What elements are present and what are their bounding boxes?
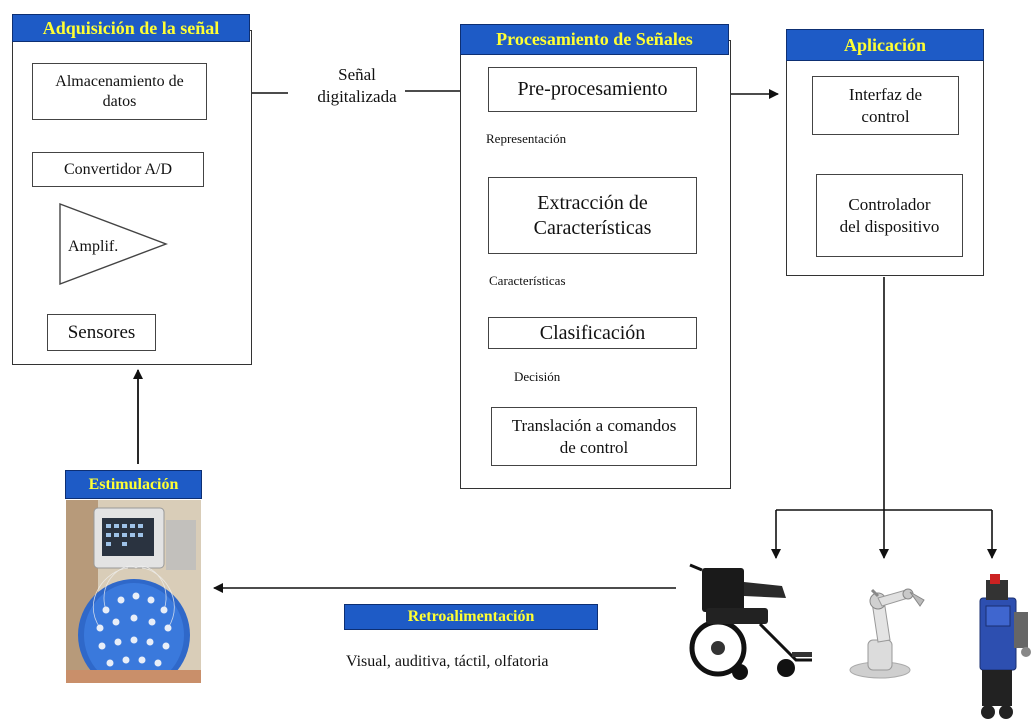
sensors-box: Sensores — [47, 314, 156, 351]
humanoid-robot-icon — [979, 574, 1031, 719]
representation-label: Representación — [486, 131, 567, 146]
stimulation-header: Estimulación — [65, 470, 202, 499]
signal-label: Señal digitalizada — [317, 65, 397, 107]
amplifier-label: Amplif. — [68, 238, 119, 255]
classification-box: Clasificación — [488, 317, 697, 349]
translation-box: Translación a comandos de control — [491, 407, 697, 466]
storage-box: Almacenamiento de datos — [32, 63, 207, 120]
controller-box: Controlador del dispositivo — [816, 174, 963, 257]
converter-box: Convertidor A/D — [32, 152, 204, 187]
interface-box: Interfaz de control — [812, 76, 959, 135]
robotic-arm-icon — [849, 588, 925, 679]
application-header: Aplicación — [786, 29, 984, 61]
feedback-header: Retroalimentación — [344, 604, 598, 630]
wheelchair-icon — [689, 563, 812, 680]
processing-header: Procesamiento de Señales — [460, 24, 729, 55]
acquisition-header: Adquisición de la señal — [12, 14, 250, 42]
extraction-box: Extracción de Características — [488, 177, 697, 254]
preprocessing-box: Pre-procesamiento — [488, 67, 697, 112]
feedback-types: Visual, auditiva, táctil, olfatoria — [346, 653, 549, 670]
decision-label: Decisión — [514, 369, 561, 384]
features-label: Características — [489, 273, 566, 288]
eeg-cap-photo — [66, 500, 201, 683]
